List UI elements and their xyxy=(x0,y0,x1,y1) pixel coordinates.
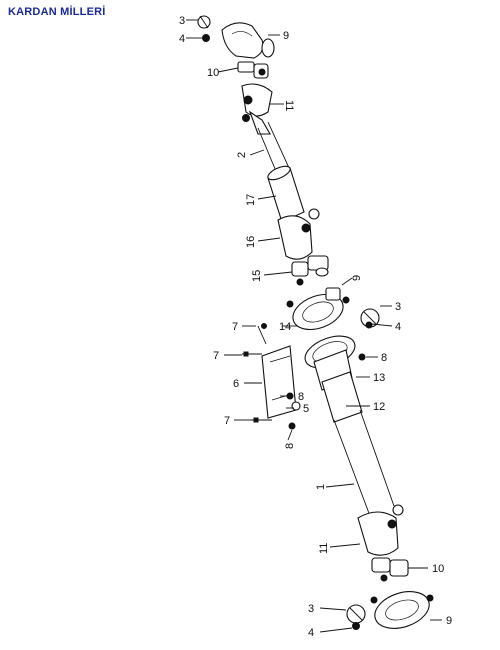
label-8b: 8 xyxy=(298,391,304,403)
label-7b: 7 xyxy=(213,350,219,362)
label-7c: 7 xyxy=(224,415,230,427)
label-13: 13 xyxy=(373,372,385,384)
upper-shaft-2 xyxy=(257,121,291,177)
label-bot-11: 11 xyxy=(318,543,330,554)
label-12: 12 xyxy=(373,401,385,413)
label-top-9: 9 xyxy=(283,30,289,42)
leader-lines xyxy=(186,19,442,633)
sliding-sleeve-17 xyxy=(267,165,305,223)
label-15: 15 xyxy=(251,270,263,282)
label-top-3: 3 xyxy=(179,15,185,27)
label-17: 17 xyxy=(245,194,257,206)
bottom-bolt-3 xyxy=(346,604,366,624)
bottom-yoke-11 xyxy=(357,504,404,556)
label-mid-9: 9 xyxy=(351,275,363,281)
label-top-4: 4 xyxy=(179,33,185,45)
bottom-nut-4 xyxy=(352,622,360,630)
label-1: 1 xyxy=(315,484,327,490)
top-flange-yoke xyxy=(221,22,275,59)
shaft-sleeve-12 xyxy=(321,371,363,423)
support-bracket-6 xyxy=(261,345,297,419)
top-cross-spider-10 xyxy=(237,61,269,79)
bottom-flange-9 xyxy=(370,591,434,629)
top-bolt-3 xyxy=(197,15,211,29)
bracket-nut-8a xyxy=(358,353,366,361)
top-yoke-11 xyxy=(241,83,273,135)
label-bot-9: 9 xyxy=(446,615,452,627)
top-nut-4 xyxy=(202,34,210,42)
label-bot-4: 4 xyxy=(308,627,314,639)
bottom-cross-spider-10 xyxy=(371,557,409,582)
label-top-11: 11 xyxy=(283,100,295,111)
label-7a: 7 xyxy=(232,321,238,333)
label-mid-3: 3 xyxy=(395,301,401,313)
center-flange-9 xyxy=(286,287,350,331)
bracket-bolt-7c xyxy=(250,417,272,423)
bracket-bolt-7b xyxy=(242,351,262,357)
label-16: 16 xyxy=(245,236,257,248)
bracket-bolt-7a xyxy=(257,323,267,345)
label-5: 5 xyxy=(303,403,309,415)
bracket-nut-8c xyxy=(288,422,296,430)
label-6: 6 xyxy=(233,378,239,390)
center-cross-spider-15 xyxy=(291,255,329,286)
label-mid-4: 4 xyxy=(395,321,401,333)
label-top-10: 10 xyxy=(207,67,219,79)
bracket-washer-5 xyxy=(291,401,301,411)
label-8c: 8 xyxy=(284,443,296,449)
label-2: 2 xyxy=(236,152,248,158)
center-nut-4 xyxy=(365,321,373,329)
label-14: 14 xyxy=(279,321,291,333)
label-8a: 8 xyxy=(381,352,387,364)
page-title: KARDAN MİLLERİ xyxy=(8,6,106,18)
lower-shaft-1 xyxy=(333,409,395,517)
slip-yoke-16 xyxy=(277,208,320,260)
label-bot-3: 3 xyxy=(308,603,314,615)
label-bot-10: 10 xyxy=(432,563,444,575)
